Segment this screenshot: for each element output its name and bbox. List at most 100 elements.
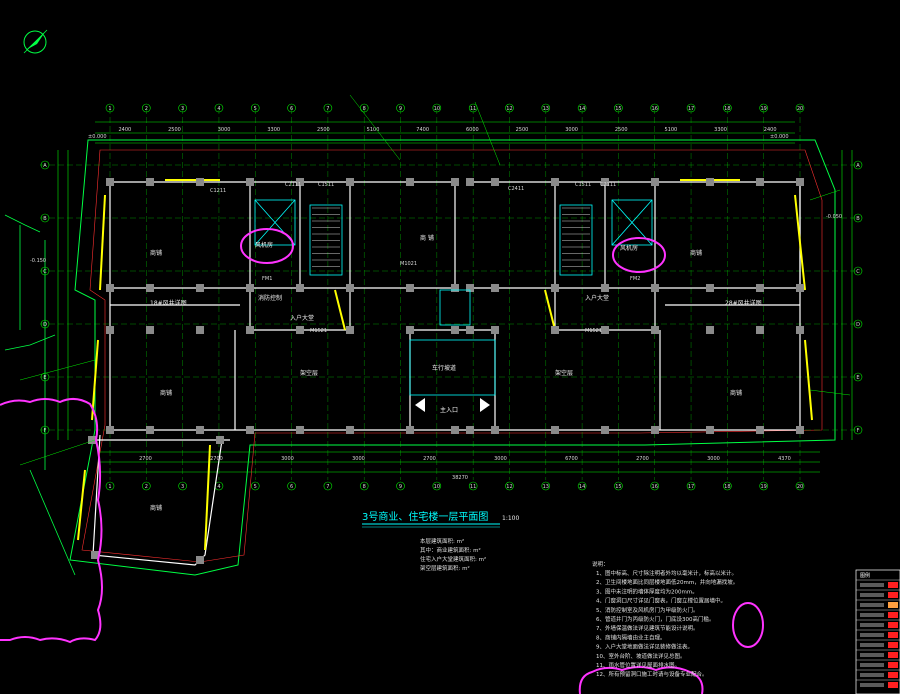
column [196,178,204,186]
column [346,426,354,434]
axis-bubble: A [853,160,863,170]
room-label-shop-5: 商铺 [730,389,742,397]
note-line: 12、所有预留洞口施工时请与设备专业配合。 [596,670,708,678]
legend-row [856,599,900,608]
column [296,326,304,334]
axis-bubble: 10 [432,103,442,113]
column [346,326,354,334]
column [651,284,659,292]
axis-bubble-label: 20 [797,484,803,490]
column [406,426,414,434]
door-tag: M1021 [400,261,417,267]
dimension-value: 2700 [423,456,436,462]
dimension-chain-left [57,150,69,440]
dimension-value: 3000 [707,456,720,462]
dimension-value: 5100 [367,127,380,133]
axis-bubble: 16 [650,481,660,491]
room-label-shop-4: 商铺 [160,389,172,397]
axis-bubble: 8 [359,103,369,113]
axis-bubble: 13 [541,103,551,113]
axis-bubble-label: 2 [145,484,148,490]
dimension-value: 2500 [168,127,181,133]
axis-bubble: C [40,266,50,276]
column [146,284,154,292]
dimension-value: 6700 [565,456,578,462]
column [706,284,714,292]
column [216,436,224,444]
door-tag: M1521 [310,328,327,334]
axis-bubble-label: 17 [688,106,694,112]
axis-bubble-label: A [43,163,47,169]
area-stat-line: 住宅入户大堂建筑面积: m² [420,555,486,563]
axis-bubble: 13 [541,481,551,491]
legend-row [856,579,900,588]
axis-bubble-label: F [857,428,860,434]
axis-grid-lines [40,108,860,480]
axis-bubble: 3 [178,103,187,113]
column [91,551,99,559]
notes-title: 说明： [592,560,609,568]
axis-bubble: B [40,213,50,223]
axis-bubble: 7 [323,481,333,491]
axis-bubble: 14 [577,481,587,491]
dimension-chain-right [841,150,853,440]
axis-bubble-label: 3 [181,484,184,490]
column [106,178,114,186]
legend-row [856,679,900,688]
column [651,326,659,334]
axis-bubble: 1 [105,481,115,491]
column [451,326,459,334]
area-stat-line: 其中：商业建筑面积: m² [420,546,481,554]
axis-bubble-label: 5 [254,106,257,112]
column [601,284,609,292]
axis-bubble-label: C [43,269,47,275]
window-tag: C2411 [508,186,524,192]
axis-bubble: 18 [723,103,732,113]
axis-bubble-label: 10 [434,106,440,112]
axis-bubble-label: B [856,216,860,222]
site-boundary-left [4,214,76,576]
room-label-entry-hall-right: 入户大堂 [585,294,609,302]
window-tag: C1511 [575,182,591,188]
column [346,178,354,186]
axis-bubble: D [853,319,863,329]
axis-bubble: 17 [686,481,696,491]
axis-bubble-label: 8 [363,484,366,490]
room-label-wind-well-left: 18#风井详图 [150,299,187,307]
axis-bubble: 18 [723,481,732,491]
door-tag: FM1 [262,276,272,282]
axis-bubble-label: 5 [254,484,257,490]
axis-bubble-label: 14 [579,484,585,490]
dimension-value: 7400 [416,127,429,133]
dimension-value: 3300 [714,127,727,133]
dimension-value: 3000 [352,456,365,462]
axis-bubble: 6 [287,481,296,491]
column [551,284,559,292]
column [651,426,659,434]
door-tag: M1521 [585,328,602,334]
axis-bubble: 14 [577,103,587,113]
axis-bubble: D [40,319,50,329]
note-line: 8、商铺内隔墙由业主自理。 [596,633,666,641]
axis-bubble-label: 11 [470,484,476,490]
column [196,284,204,292]
note-line: 6、管道井门为丙级防火门，门底设300高门槛。 [596,615,715,623]
structural-columns [88,178,804,564]
revision-clouds-magenta [0,228,764,694]
room-label-main-entrance: 主入口 [440,406,458,414]
axis-bubble-label: 7 [326,484,329,490]
axis-bubble: 4 [214,103,224,113]
column [551,326,559,334]
door-tag: FM2 [630,276,640,282]
column [246,326,254,334]
note-line: 5、消防控制室及风机房门为甲级防火门。 [596,606,699,614]
room-label-entry-hall-left: 入户大堂 [290,314,314,322]
axis-bubble: B [853,213,863,223]
axis-bubble-label: 8 [363,106,366,112]
axis-bubble-label: 4 [217,106,220,112]
room-label-wind-well-right: 28#风井详图 [725,299,762,307]
column [146,426,154,434]
